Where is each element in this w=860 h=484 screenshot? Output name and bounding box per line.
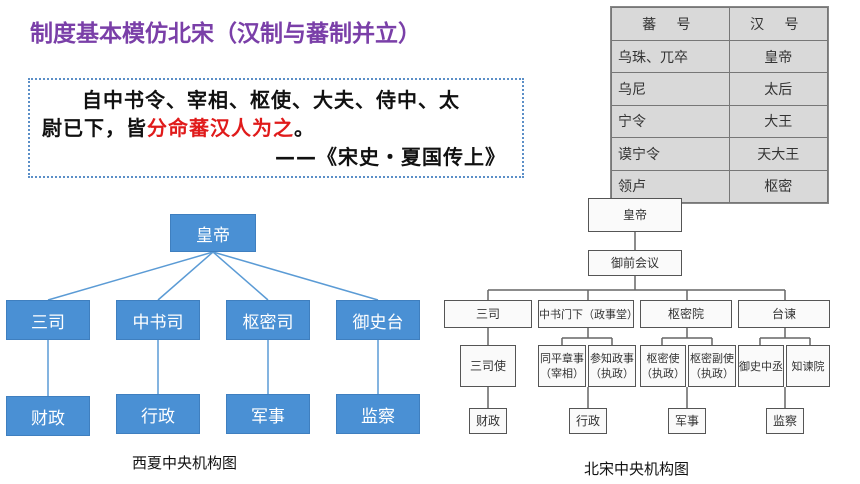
- table-cell: 大王: [728, 104, 829, 139]
- quote-highlight: 分命蕃汉人为之: [147, 116, 294, 140]
- song-sub-node: 御史中丞: [738, 345, 784, 387]
- song-leaf-node: 财政: [469, 408, 507, 434]
- table-row: 乌珠、兀卒皇帝: [611, 39, 829, 74]
- table-cell: 天大王: [728, 137, 829, 171]
- xixia-leaf-node: 监察: [336, 394, 420, 434]
- table-header: 汉 号: [728, 7, 829, 41]
- xixia-leaf-node: 军事: [226, 394, 310, 434]
- song-leaf-node: 监察: [766, 408, 804, 434]
- table-row: 谟宁令天大王: [611, 137, 829, 171]
- song-branch-node: 台谏: [738, 300, 830, 328]
- xixia-caption: 西夏中央机构图: [132, 454, 238, 472]
- xixia-branch-node: 三司: [6, 300, 90, 340]
- song-connectors: [487, 232, 811, 408]
- quote-box: 自中书令、宰相、枢使、大夫、侍中、太 尉已下，皆分命蕃汉人为之。 ——《宋史・夏…: [28, 78, 524, 178]
- song-sub-node: 参知政事（执政）: [588, 345, 636, 387]
- song-council-node: 御前会议: [588, 250, 682, 276]
- song-sub-node: 枢密副使（执政）: [688, 345, 736, 387]
- page-title: 制度基本模仿北宋（汉制与蕃制并立）: [30, 21, 421, 47]
- xixia-branch-node: 御史台: [336, 300, 420, 340]
- song-branch-node: 中书门下（政事堂）: [538, 300, 638, 328]
- song-sub-node: 同平章事（宰相）: [538, 345, 586, 387]
- table-row: 宁令大王: [611, 104, 829, 139]
- song-sub-node: 知谏院: [786, 345, 830, 387]
- table-cell: 皇帝: [728, 39, 829, 74]
- xixia-branch-node: 枢密司: [226, 300, 310, 340]
- title-names-table: 蕃 号 汉 号 乌珠、兀卒皇帝 乌尼太后 宁令大王 谟宁令天大王 领卢枢密: [610, 6, 829, 204]
- table-cell: 乌尼: [611, 72, 730, 106]
- table-row: 乌尼太后: [611, 72, 829, 106]
- table-cell: 乌珠、兀卒: [611, 39, 730, 74]
- quote-source: ——《宋史・夏国传上》: [275, 145, 506, 169]
- quote-line1: 自中书令、宰相、枢使、大夫、侍中、太: [82, 88, 460, 112]
- table-cell: 枢密: [728, 169, 829, 204]
- song-emperor-node: 皇帝: [588, 198, 682, 232]
- quote-line2-suffix: 。: [294, 116, 315, 140]
- song-leaf-node: 军事: [668, 408, 706, 434]
- quote-line2-prefix: 尉已下，皆: [42, 116, 147, 140]
- table-cell: 宁令: [611, 104, 730, 139]
- table-header-row: 蕃 号 汉 号: [611, 7, 829, 41]
- table-cell: 谟宁令: [611, 137, 730, 171]
- xixia-leaf-node: 行政: [116, 394, 200, 434]
- xixia-connectors: [47, 251, 379, 396]
- song-sub-node: 枢密使（执政）: [640, 345, 686, 387]
- song-leaf-node: 行政: [569, 408, 607, 434]
- xixia-leaf-node: 财政: [6, 396, 90, 436]
- xixia-branch-node: 中书司: [116, 300, 200, 340]
- song-sub-node: 三司使: [460, 345, 516, 387]
- table-cell: 太后: [728, 72, 829, 106]
- quote-line2: 尉已下，皆分命蕃汉人为之。: [42, 114, 510, 142]
- song-branch-node: 枢密院: [640, 300, 732, 328]
- song-branch-node: 三司: [444, 300, 532, 328]
- table-header: 蕃 号: [611, 7, 730, 41]
- xixia-emperor-node: 皇帝: [170, 214, 256, 252]
- song-caption: 北宋中央机构图: [584, 460, 690, 478]
